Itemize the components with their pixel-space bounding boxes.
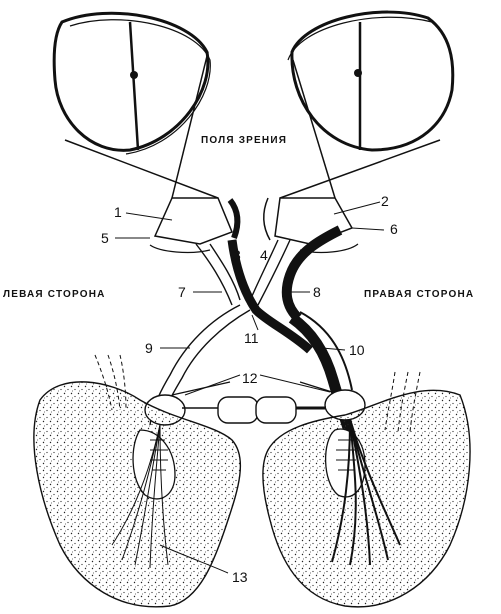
label-3: 3 xyxy=(233,247,241,263)
label-11: 11 xyxy=(244,330,259,346)
right-side-label: ПРАВАЯ СТОРОНА xyxy=(364,289,474,300)
label-12: 12 xyxy=(242,370,258,386)
label-5: 5 xyxy=(101,230,109,246)
left-eyeball xyxy=(54,13,218,198)
left-occipital-lobe xyxy=(34,355,240,607)
right-eyeball xyxy=(280,12,453,198)
visual-fields-label: ПОЛЯ ЗРЕНИЯ xyxy=(201,135,287,146)
left-optic-nerve-block xyxy=(150,198,237,252)
label-9: 9 xyxy=(145,340,153,356)
label-7: 7 xyxy=(178,284,186,300)
label-10: 10 xyxy=(349,342,365,358)
left-side-label: ЛЕВАЯ СТОРОНА xyxy=(3,289,106,300)
label-8: 8 xyxy=(313,284,321,300)
label-1: 1 xyxy=(114,204,122,220)
label-4: 4 xyxy=(260,247,268,263)
label-6: 6 xyxy=(390,221,398,237)
label-13: 13 xyxy=(232,569,248,585)
label-2: 2 xyxy=(381,193,389,209)
